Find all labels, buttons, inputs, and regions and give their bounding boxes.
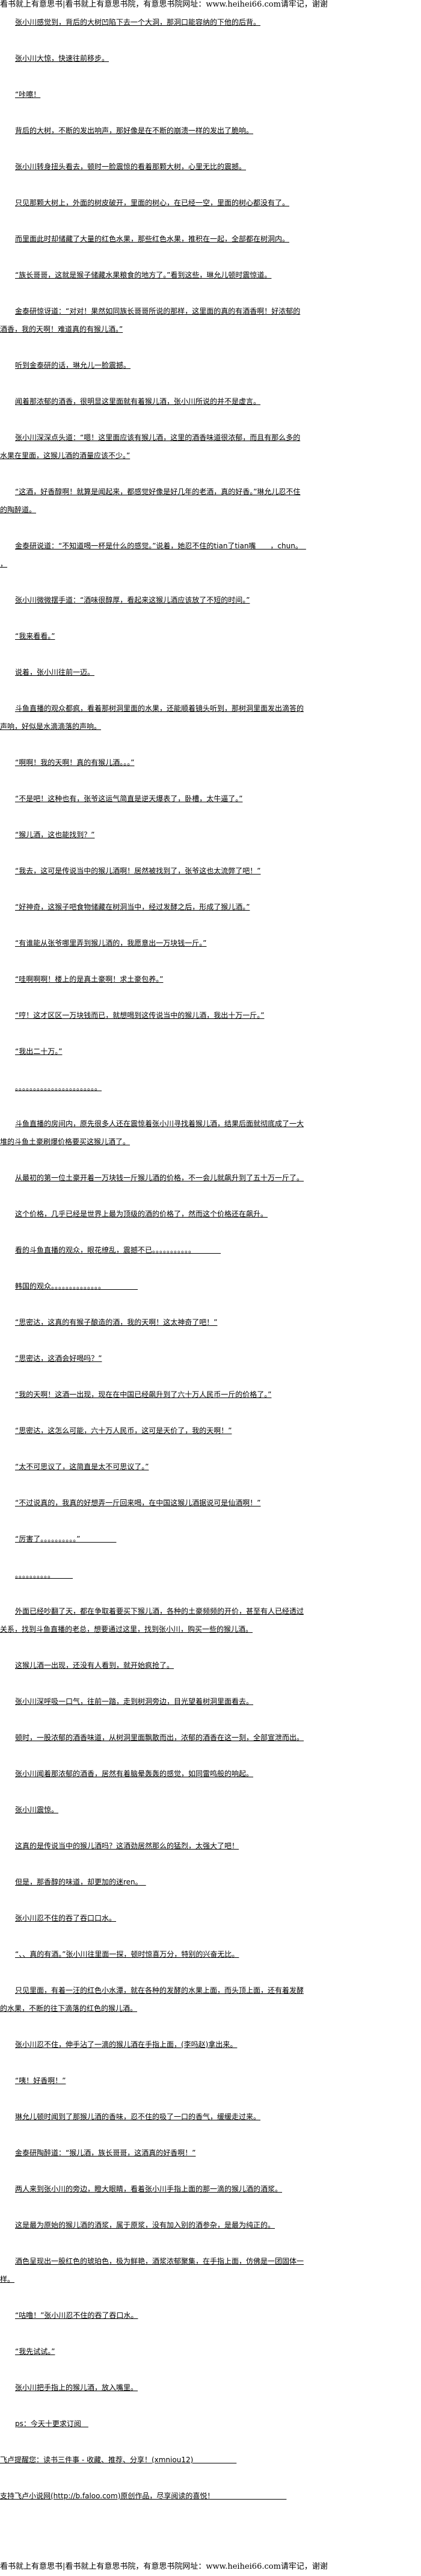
- paragraph: 两人来到张小川的旁边，瞪大眼睛，看着张小川手指上面的那一滴的猴儿酒的酒浆。: [15, 2185, 283, 2193]
- support-site-note: 支持飞卢小说网(http://b.faloo.com)原创作品，尽享阅读的喜悦！: [0, 2492, 287, 2500]
- paragraph: 金泰研陶醉道：“猴儿酒，族长哥哥，这酒真的好香啊！”: [15, 2149, 196, 2157]
- paragraph: 闻着那浓郁的酒香，很明显这里面就有着猴儿酒，张小川所说的并不是虚言。: [15, 397, 261, 406]
- paragraph: “咦！好香啊！”: [15, 2076, 66, 2085]
- paragraph: 顿时，一股浓郁的酒香味道，从树洞里面飘散而出，浓郁的酒香在这一刻，全部宣泄而出。: [15, 1733, 304, 1742]
- paragraph: 琳允儿顿时闻到了那猴儿酒的香味，忍不住的吸了一口的香气，缓缓走过来。: [15, 2113, 261, 2121]
- paragraph: “咔嚓！: [15, 90, 41, 99]
- paragraph: “我去，这可是传说当中的猴儿酒啊！居然被找到了，张爷这也太流弊了吧！”: [15, 867, 261, 875]
- paragraph: 背后的大树，不断的发出响声，那好像是在不断的崩溃一样的发出了脆响。: [15, 126, 254, 135]
- paragraph: 说着，张小川往前一迈。: [15, 668, 95, 677]
- paragraph: 从最初的第一位土豪开着一万块钱一斤猴儿酒的价格，不一会儿就飙升到了五十万一斤了。: [15, 1174, 304, 1182]
- paragraph: “不是吧！这种也有，张爷这运气简直是逆天爆表了，卧槽，太牛逼了。”: [15, 794, 243, 803]
- site-banner-bottom: 看书就上有意思书|看书就上有意思书院，有意思书院网址：www.heihei66.…: [0, 2562, 328, 2571]
- paragraph: 张小川转身扭头看去，顿时一脸震惊的看着那颗大树，心里无比的震撼。: [15, 163, 247, 171]
- paragraph: 张小川微微摆手道：“酒味很醇厚，看起来这猴儿酒应该放了不短的时间。”: [15, 596, 250, 604]
- paragraph: “族长哥哥，这就是猴子储藏水果粮食的地方了。”看到这些，琳允儿顿时震惊道。: [15, 271, 272, 279]
- paragraph: 酒色呈现出一股红色的琥珀色，极为鲜艳，酒浆浓郁聚集，在手指上面，仿佛是一团固体一…: [0, 2257, 304, 2283]
- paragraph: 斗鱼直播的观众都疯，看着那树洞里面的水果，还能顺着镜头听到，那树洞里面发出滴答的…: [0, 704, 304, 731]
- paragraph: 金泰研惊讶道：“对对！果然如同族长哥哥所说的那样，这里面的真的有酒香啊！好浓郁的…: [0, 307, 301, 333]
- paragraph: 斗鱼直播的房间内，原先很多人还在震惊着张小川寻找着猴儿酒，结果后面就彻底成了一大…: [0, 1119, 304, 1146]
- paragraph: “哇啊啊啊！楼上的是真土豪啊！求土豪包养。”: [15, 975, 164, 983]
- paragraph: 金泰研说道：“不知道喝一杯是什么的感觉。”说着，她忍不住的tian了tian嘴 …: [0, 542, 306, 568]
- paragraph: “好神奇，这猴子吧食物储藏在树洞当中，经过发酵之后，形成了猴儿酒。”: [15, 903, 250, 911]
- paragraph: 张小川深深点头道：“嗯！这里面应该有猴儿酒，这里的酒香味道很浓郁，而且有那么多的…: [0, 433, 301, 460]
- paragraph: 外面已经吵翻了天，都在争取着要买下猴儿酒，各种的土豪频频的开价，甚至有人已经透过…: [0, 1607, 304, 1633]
- paragraph: 。。。。。。。。。。: [15, 1571, 73, 1579]
- paragraph: “厉害了。。。。。。。。。。”: [15, 1535, 117, 1543]
- paragraph: “思密达，这酒会好喝吗？”: [15, 1354, 102, 1363]
- paragraph: 但是，那香醇的味道，却更加的迷ren。: [15, 1878, 146, 1886]
- site-banner-top: 看书就上有意思书|看书就上有意思书院，有意思书院网址：www.heihei66.…: [0, 0, 328, 9]
- paragraph: 这是最为原始的猴儿酒的酒浆，属于原浆，没有加入别的酒参杂，是最为纯正的。: [15, 2221, 275, 2229]
- paragraph: “我来看看。”: [15, 632, 55, 640]
- paragraph: 张小川大惊，快速往前移步。: [15, 54, 109, 63]
- paragraph: “不过说真的，我真的好想弄一斤回来喝，在中国这猴儿酒据说可是仙酒啊！”: [15, 1499, 261, 1507]
- paragraph: 张小川把手指上的猴儿酒，放入嘴里。: [15, 2383, 138, 2392]
- paragraph: “这酒，好香醇啊！就算是闻起来，都感觉好像是好几年的老酒，真的好香。”琳允儿忍不…: [0, 488, 301, 514]
- paragraph: “啊啊！我的天啊！真的有猴儿酒。。。”: [15, 758, 135, 767]
- paragraph: 这猴儿酒一出现，还没有人看到，就开始疯抢了。: [15, 1661, 174, 1670]
- paragraph: 只见里面，有着一汪的红色小水潭，就在各种的发酵的水果上面，而头顶上面，还有着发酵…: [0, 1986, 304, 2013]
- paragraph: 张小川深呼吸一口气，往前一踏，走到树洞旁边，目光望着树洞里面看去。: [15, 1697, 254, 1706]
- paragraph: 只见那颗大树上，外面的树皮破开，里面的树心，在已经一空，里面的树心都没有了。: [15, 199, 290, 207]
- paragraph: “我先试试。”: [15, 2347, 55, 2356]
- reading-reminder-note: 飞卢提醒您：读书三件事 - 收藏、推荐、分享！(xmniou12): [0, 2456, 237, 2464]
- paragraph: 而里面此时却储藏了大量的红色水果，那些红色水果，推积在一起，全部都在树洞内。: [15, 235, 290, 243]
- paragraph: 这真的是传说当中的猴儿酒吗？这酒劲居然那么的猛烈，太强大了吧！: [15, 1842, 239, 1850]
- paragraph: 张小川闻着那浓郁的酒香，居然有着脑晕轰轰的感觉，如同雷鸣般的响起。: [15, 1769, 254, 1778]
- paragraph: 听到金泰研的话，琳允儿一脸震撼。: [15, 361, 131, 370]
- paragraph: “、、真的有酒。”张小川往里面一探，顿时惊喜万分，特别的兴奋无比。: [15, 1950, 239, 1958]
- paragraph: “思密达，这怎么可能，六十万人民币，这可是天价了，我的天啊！”: [15, 1426, 232, 1435]
- paragraph: 这个价格，几乎已经是世界上最为顶级的酒的价格了，然而这个价格还在飙升。: [15, 1210, 268, 1218]
- paragraph: “我的天啊！这酒一出现，现在在中国已经飙升到了六十万人民币一斤的价格了。”: [15, 1390, 272, 1399]
- paragraph: 。。。。。。。。。。。。。。。。。。。。。。。: [15, 1083, 102, 1092]
- paragraph: 张小川忍不住，伸手沾了一滴的猴儿酒在手指上面，(李吗赵)拿出来。: [15, 2040, 238, 2049]
- paragraph: “太不可思议了，这简直是太不可思议了。”: [15, 1463, 149, 1471]
- paragraph: 张小川震惊。: [15, 1806, 59, 1814]
- paragraph: “有谁能从张爷哪里弄到猴儿酒的，我愿意出一万块钱一斤。”: [15, 939, 207, 947]
- paragraph: 看的斗鱼直播的观众，眼花缭乱，震撼不已。。。。。。。。。。。: [15, 1246, 221, 1254]
- paragraph: “咕噜！”张小川忍不住的吞了吞口水。: [15, 2311, 138, 2320]
- paragraph: “猴儿酒，这也能找到？”: [15, 831, 95, 839]
- paragraph: “我出二十万。”: [15, 1047, 63, 1056]
- paragraph: 张小川忍不住的吞了吞口口水。: [15, 1914, 117, 1922]
- paragraph: “哼！这才区区一万块钱而已，就想喝到这传说当中的猴儿酒，我出十万一斤。”: [15, 1011, 265, 1020]
- paragraph: 张小川感觉到，背后的大树凹陷下去一个大洞，那洞口能容纳的下他的后背。: [15, 18, 261, 26]
- paragraph: ps：今天十更求订阅: [15, 2420, 88, 2428]
- paragraph: 韩国的观众。。。。。。。。。。。。。。: [15, 1282, 138, 1290]
- paragraph: “思密达，这真的有猴子酿造的酒，我的天啊！这太神奇了吧！”: [15, 1318, 218, 1327]
- chapter-content: 张小川感觉到，背后的大树凹陷下去一个大洞，那洞口能容纳的下他的后背。张小川大惊，…: [0, 10, 306, 2505]
